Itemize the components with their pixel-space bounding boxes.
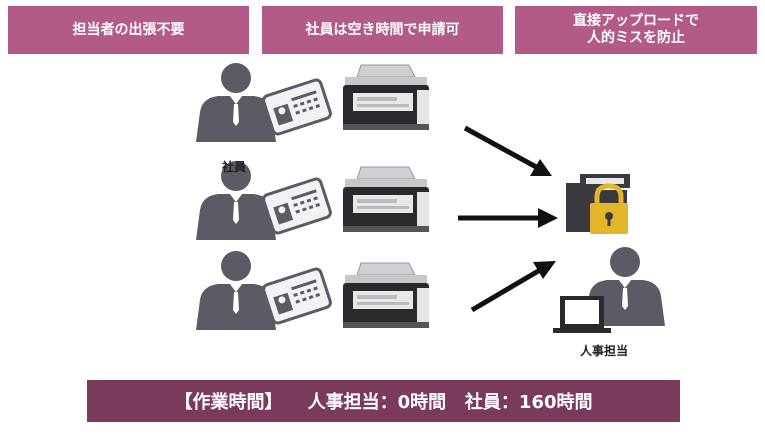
row-1 <box>196 63 430 142</box>
scanner-icon <box>342 262 430 329</box>
row-3 <box>196 251 430 330</box>
scanner-icon <box>342 64 430 131</box>
banner-apply-anytime: 社員は空き時間で申請可 <box>262 6 503 54</box>
id-card-icon <box>260 77 334 137</box>
id-card-icon <box>260 266 334 326</box>
banner-prevent-errors: 直接アップロードで人的ミスを防止 <box>515 6 757 54</box>
lock-icon <box>590 183 628 234</box>
work-time-footer: 【作業時間】 人事担当：0時間 社員：160時間 <box>87 380 680 422</box>
scanner-icon <box>342 166 430 233</box>
banner-no-business-trip: 担当者の出張不要 <box>8 6 249 54</box>
arrow-icon-middle <box>458 208 558 228</box>
laptop-icon <box>553 296 611 333</box>
footer-bracket: 【作業時間】 <box>174 392 283 413</box>
hr-label: 人事担当 <box>580 344 629 358</box>
arrow-icon-top <box>463 125 552 176</box>
arrow-icon-bottom <box>470 261 556 313</box>
id-card-icon <box>260 176 334 236</box>
footer-employee-time: 社員：160時間 <box>464 392 593 413</box>
employee-label: 社員 <box>222 160 247 174</box>
footer-hr-time: 人事担当：0時間 <box>307 392 447 413</box>
